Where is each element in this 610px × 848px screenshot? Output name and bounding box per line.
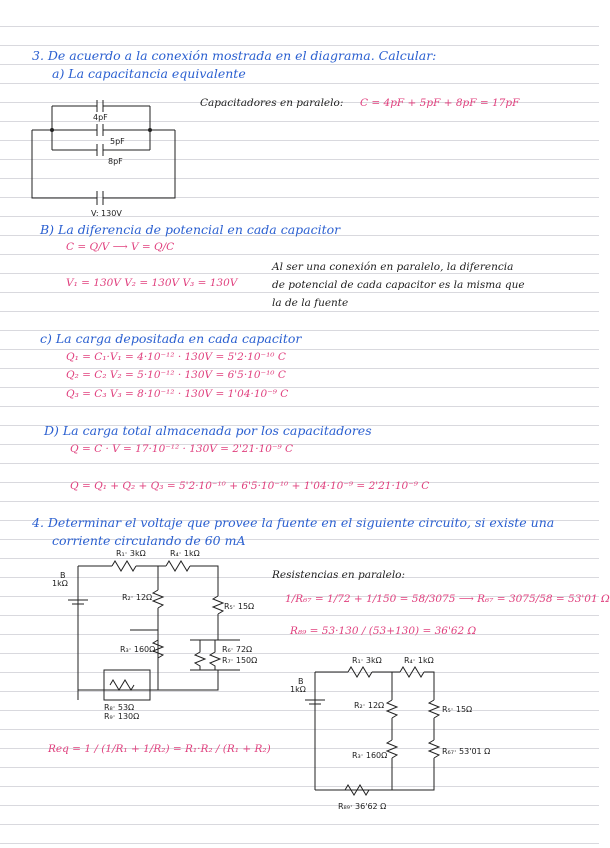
c1-r3-label: R₃· 160Ω [120, 645, 156, 654]
c2-r2-label: R₂· 12Ω [354, 701, 385, 710]
cap2-label: 5pF [110, 137, 125, 146]
c1-r5-label: R₅· 15Ω [224, 602, 255, 611]
c1-r4-label: R₄· 1kΩ [170, 549, 200, 558]
q3b-note-line3: la de la fuente [272, 297, 349, 309]
c1-r1-label: R₁· 3kΩ [116, 549, 146, 558]
q3b-values: V₁ = 130V V₂ = 130V V₃ = 130V [66, 277, 238, 289]
source-voltage-label: V: 130V [91, 209, 122, 218]
q3d-line1: Q = C · V = 17·10⁻¹² · 130V = 2'21·10⁻⁹ … [70, 443, 294, 455]
q3c-title: c) La carga depositada en cada capacitor [40, 331, 302, 346]
c1-r9-label: R₉· 130Ω [104, 712, 140, 721]
c2-r3-label: R₃· 160Ω [352, 751, 388, 760]
q3-heading: 3. De acuerdo a la conexión mostrada en … [32, 48, 437, 63]
q3a-title: a) La capacitancia equivalente [52, 66, 246, 81]
q3c-line2: Q₂ = C₂ V₂ = 5·10⁻¹² · 130V = 6'5·10⁻¹⁰ … [66, 369, 286, 381]
q3d-title: D) La carga total almacenada por los cap… [44, 423, 372, 438]
c2-battery-label: B [298, 677, 304, 686]
c2-r4-label: R₄· 1kΩ [404, 656, 434, 665]
c1-r8-label: R₈· 53Ω [104, 703, 135, 712]
c1-r2-label: R₂· 12Ω [122, 593, 153, 602]
q3a-note: Capacitadores en paralelo: [200, 97, 344, 109]
q3b-formula: C = Q/V ⟶ V = Q/C [66, 241, 175, 253]
cap1-label: 4pF [93, 113, 108, 122]
c2-r89-label: R₈₉· 36'62 Ω [338, 802, 387, 811]
c2-r67-label: R₆₇· 53'01 Ω [442, 747, 491, 756]
req-formula: Req = 1 / (1/R₁ + 1/R₂) = R₁·R₂ / (R₁ + … [48, 743, 271, 755]
c1-source-resistance: 1kΩ [52, 579, 68, 588]
q3b-title: B) La diferencia de potencial en cada ca… [40, 222, 341, 237]
r89-equation: R₈₉ = 53·130 / (53+130) = 36'62 Ω [290, 625, 477, 637]
q3b-note-line2: de potencial de cada capacitor es la mis… [272, 279, 525, 291]
q3c-line1: Q₁ = C₁·V₁ = 4·10⁻¹² · 130V = 5'2·10⁻¹⁰ … [66, 351, 286, 363]
q3b-note-line1: Al ser una conexión en paralelo, la dife… [272, 261, 514, 273]
parallel-equation: 1/R₆₇ = 1/72 + 1/150 = 58/3075 ⟶ R₆₇ = 3… [285, 593, 610, 605]
c2-source-resistance: 1kΩ [290, 685, 306, 694]
q3d-line2: Q = Q₁ + Q₂ + Q₃ = 5'2·10⁻¹⁰ + 6'5·10⁻¹⁰… [70, 480, 430, 492]
parallel-title: Resistencias en paralelo: [272, 569, 406, 581]
q4-heading-line1: 4. Determinar el voltaje que provee la f… [32, 515, 555, 530]
q3a-equation: C = 4pF + 5pF + 8pF = 17pF [360, 97, 520, 109]
c1-battery-label: B [60, 571, 66, 580]
c2-r1-label: R₁· 3kΩ [352, 656, 382, 665]
c1-r6-label: R₆· 72Ω [222, 645, 253, 654]
c2-r5-label: R₅· 15Ω [442, 705, 473, 714]
cap3-label: 8pF [108, 157, 123, 166]
q3c-line3: Q₃ = C₃ V₃ = 8·10⁻¹² · 130V = 1'04·10⁻⁹ … [66, 388, 289, 400]
q4-heading-line2: corriente circulando de 60 mA [52, 533, 246, 548]
c1-r7-label: R₇· 150Ω [222, 656, 258, 665]
